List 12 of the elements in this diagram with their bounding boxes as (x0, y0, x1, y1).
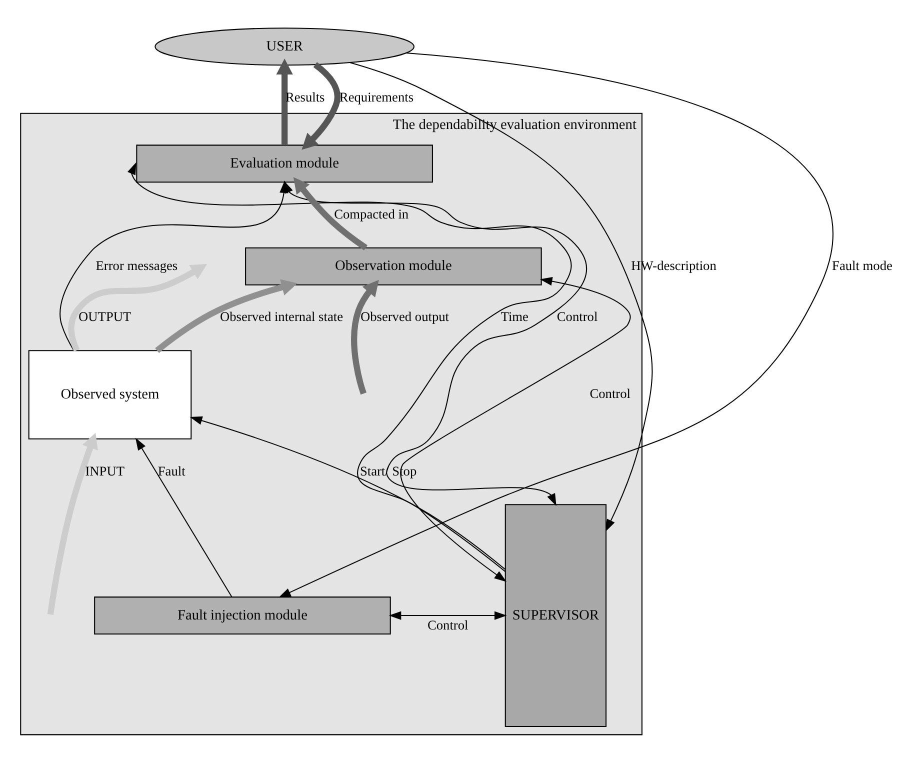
edge-label: Error messages (96, 257, 178, 272)
edge-label: INPUT (85, 462, 124, 478)
edge-label: Control (427, 616, 468, 632)
edge-label: Time (500, 308, 528, 324)
edge-label: Observed internal state (220, 308, 343, 324)
edge-label: Observed output (360, 308, 450, 324)
edge-label: OUTPUT (78, 308, 132, 324)
edge-label: Control (590, 386, 631, 401)
edge-label: Fault (158, 462, 186, 478)
edge-label: Compacted in (334, 206, 409, 222)
edge-label: Control (556, 308, 598, 324)
edge-label: Fault mode (832, 257, 892, 272)
